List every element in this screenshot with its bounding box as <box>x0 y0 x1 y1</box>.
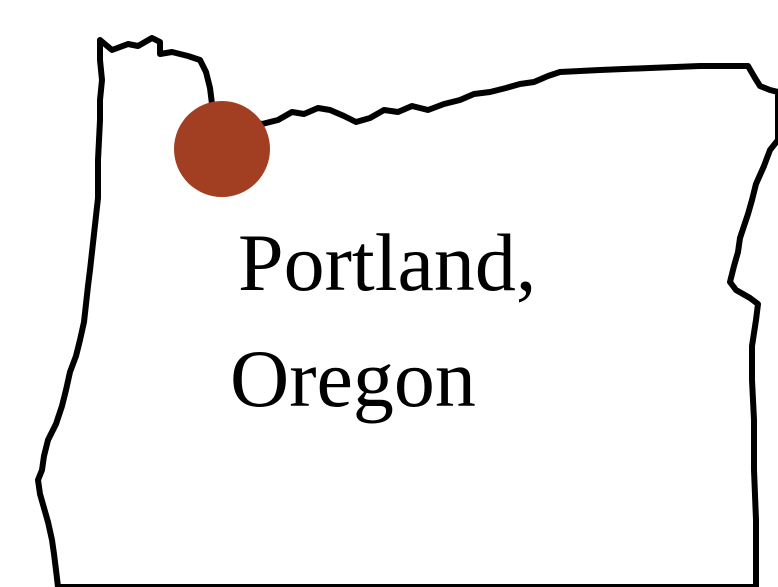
city-label-line-2: Oregon <box>230 333 476 424</box>
oregon-state-outline <box>35 35 778 587</box>
portland-marker <box>174 101 270 197</box>
city-label-line-1: Portland, <box>238 217 537 308</box>
